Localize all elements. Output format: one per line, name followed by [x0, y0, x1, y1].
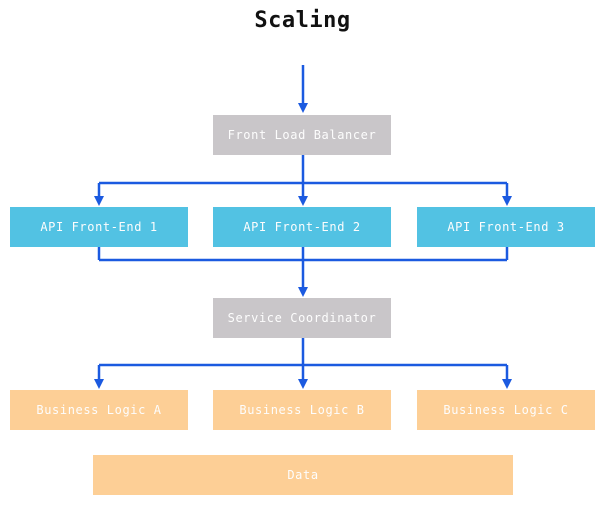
node-label: Data [287, 468, 319, 482]
node-api-front-end-3: API Front-End 3 [417, 207, 595, 247]
node-business-logic-b: Business Logic B [213, 390, 391, 430]
node-api-front-end-1: API Front-End 1 [10, 207, 188, 247]
node-label: API Front-End 3 [447, 220, 565, 234]
diagram-title: Scaling [254, 8, 351, 33]
node-label: API Front-End 2 [243, 220, 361, 234]
node-api-front-end-2: API Front-End 2 [213, 207, 391, 247]
node-business-logic-a: Business Logic A [10, 390, 188, 430]
node-label: Business Logic B [239, 403, 365, 417]
node-business-logic-c: Business Logic C [417, 390, 595, 430]
node-label: Service Coordinator [227, 311, 377, 325]
node-label: Business Logic A [36, 403, 162, 417]
node-label: API Front-End 1 [40, 220, 158, 234]
node-label: Business Logic C [443, 403, 569, 417]
node-label: Front Load Balancer [227, 128, 377, 142]
node-data: Data [93, 455, 513, 495]
node-service-coordinator: Service Coordinator [213, 298, 391, 338]
node-front-load-balancer: Front Load Balancer [213, 115, 391, 155]
